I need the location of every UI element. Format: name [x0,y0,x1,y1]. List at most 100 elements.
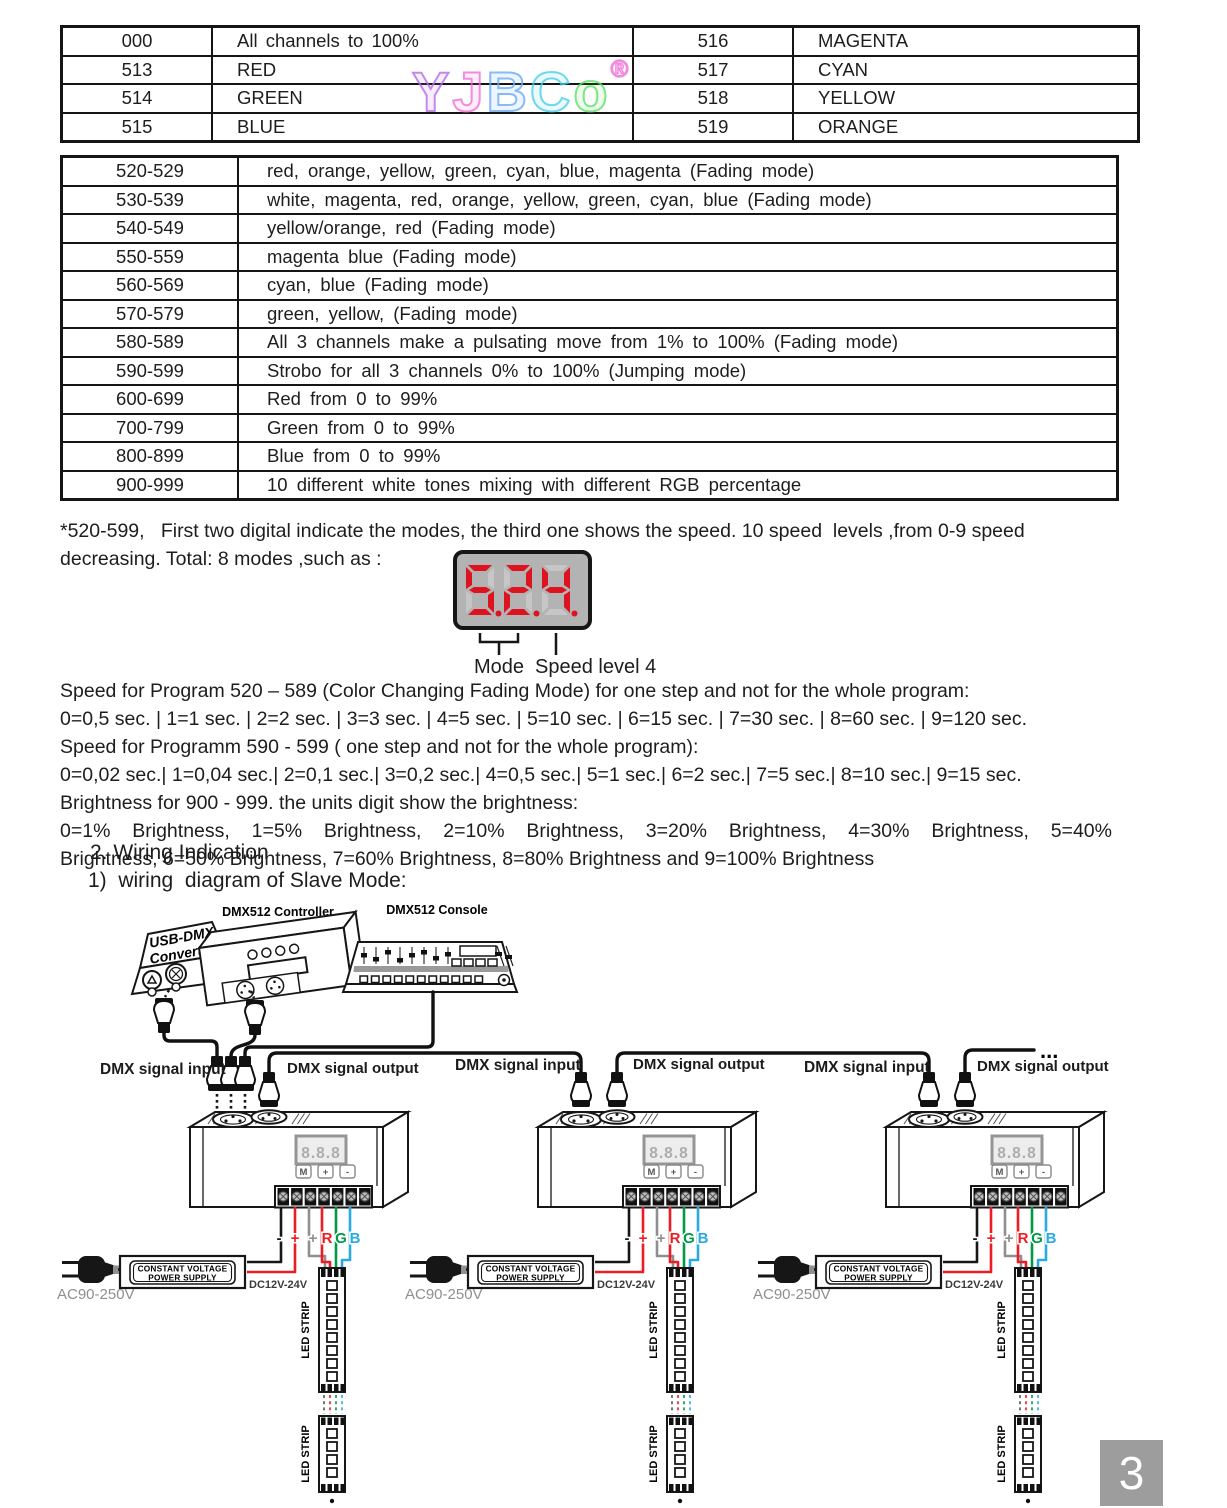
dmx-cable [963,1048,1036,1074]
wire-label-vplus: + [309,1230,318,1247]
dmx-cable [267,1051,583,1074]
wire-label-g: G [683,1230,695,1247]
wire-label-g: G [335,1230,347,1247]
xlr-socket-icon [908,1111,950,1128]
ac-voltage-label: AC90-250V [405,1286,483,1303]
xlr-socket-icon [946,1109,984,1125]
led-strip: LED STRIP [996,1415,1042,1493]
table-cell: 570-579 [60,298,239,329]
plus-button-label: + [1019,1167,1025,1178]
wire-red [668,1207,680,1269]
wire-label-b: B [1046,1230,1057,1247]
table-cell: 513 [60,54,213,85]
table-cell: 590-599 [60,355,239,386]
wire-plus [943,1207,993,1274]
wire-minus [247,1207,283,1264]
unit-display-digits: 8.8.8 [997,1145,1036,1162]
m-button-label: M [996,1167,1004,1178]
dmx-input-label: DMX signal input [100,1061,226,1078]
wire-blue [1036,1207,1048,1269]
wire-label-b: B [698,1230,709,1247]
wire-plus [247,1207,297,1274]
table-cell: 10 different white tones mixing with dif… [237,469,1119,501]
terminal-block [274,1185,373,1209]
table-cell: yellow/orange, red (Fading mode) [237,213,1119,244]
text-line: 0=1% Brightness, 1=5% Brightness, 2=10% … [60,820,1112,842]
table-cell: All 3 channels make a pulsating move fro… [237,327,1119,358]
table-cell: white, magenta, red, orange, yellow, gre… [237,184,1119,215]
terminal-block [622,1185,721,1209]
table-cell: MAGENTA [792,25,1140,57]
wire-minus [595,1207,631,1264]
table-cell: 515 [60,111,213,143]
dmx-output-label: DMX signal output [977,1058,1109,1075]
dmx-cable [162,1031,219,1058]
led-strip: LED STRIP [300,1267,346,1393]
ac-plug-icon [62,1256,121,1283]
console-display [459,945,497,957]
strip-continuation-dot [677,1498,683,1504]
wire-label-plus: + [291,1230,300,1247]
table-cell: 520-529 [60,155,239,187]
power-supply: CONSTANT VOLTAGE POWER SUPPLY [118,1254,247,1290]
table-cell: Red from 0 to 99% [237,384,1119,415]
xlr-socket-icon [265,976,285,996]
led-strip: LED STRIP [300,1415,346,1493]
dc-voltage-label: DC12V-24V [597,1279,656,1291]
plus-button-label: + [671,1167,677,1178]
power-supply: CONSTANT VOLTAGE POWER SUPPLY [814,1254,943,1290]
dmx-decoder-unit: 8.8.8 M + - [405,1071,760,1504]
minus-button-label: - [1042,1167,1045,1178]
strip-continuation-dashes [323,1395,343,1414]
plus-button-label: + [323,1167,329,1178]
led-strip-label: LED STRIP [648,1425,660,1482]
table-cell: 516 [632,25,794,57]
table-cell: 580-589 [60,327,239,358]
m-button-label: M [648,1167,656,1178]
dmx-input-label: DMX signal input [804,1059,930,1076]
mode-note: *520-599, First two digital indicate the… [60,517,1025,573]
wire-label-vplus: + [1005,1230,1014,1247]
wire-label-plus: + [987,1230,996,1247]
xlr-plug-icon [606,1071,628,1108]
dmx-output-label: DMX signal output [287,1060,419,1077]
strip-continuation-dot [1025,1498,1031,1504]
strip-continuation-dot [329,1498,335,1504]
table-cell: 550-559 [60,241,239,272]
table-cell: magenta blue (Fading mode) [237,241,1119,272]
unit-display-bezel [294,1134,348,1166]
xlr-socket-icon [250,1109,288,1125]
wiring-diagram: USB-DMX Converter DMX512 Controller [57,903,1109,1504]
led-strip: LED STRIP [648,1415,694,1493]
text-line: *520-599, First two digital indicate the… [60,520,1025,542]
unit-display-bezel [642,1134,696,1166]
led-strip-label: LED STRIP [996,1425,1008,1482]
strip-continuation-dashes [1019,1395,1039,1414]
unit-display-digits: 8.8.8 [649,1145,688,1162]
wire-label-plus: + [639,1230,648,1247]
dc-voltage-label: DC12V-24V [249,1279,308,1291]
wire-label-minus: - [973,1230,978,1247]
table-cell: 518 [632,83,794,114]
ac-plug-icon [758,1256,817,1283]
xlr-socket-icon [598,1109,636,1125]
xlr-socket-icon [560,1111,602,1128]
wire-label-r: R [322,1230,333,1247]
table-cell: 600-699 [60,384,239,415]
psu-label-line1: CONSTANT VOLTAGE [834,1264,924,1274]
xlr-plug-icon [918,1071,940,1108]
mode-buttons: M + - [295,1164,356,1179]
dmx-input-label: DMX signal input [455,1057,581,1074]
console-label: DMX512 Console [386,903,487,917]
